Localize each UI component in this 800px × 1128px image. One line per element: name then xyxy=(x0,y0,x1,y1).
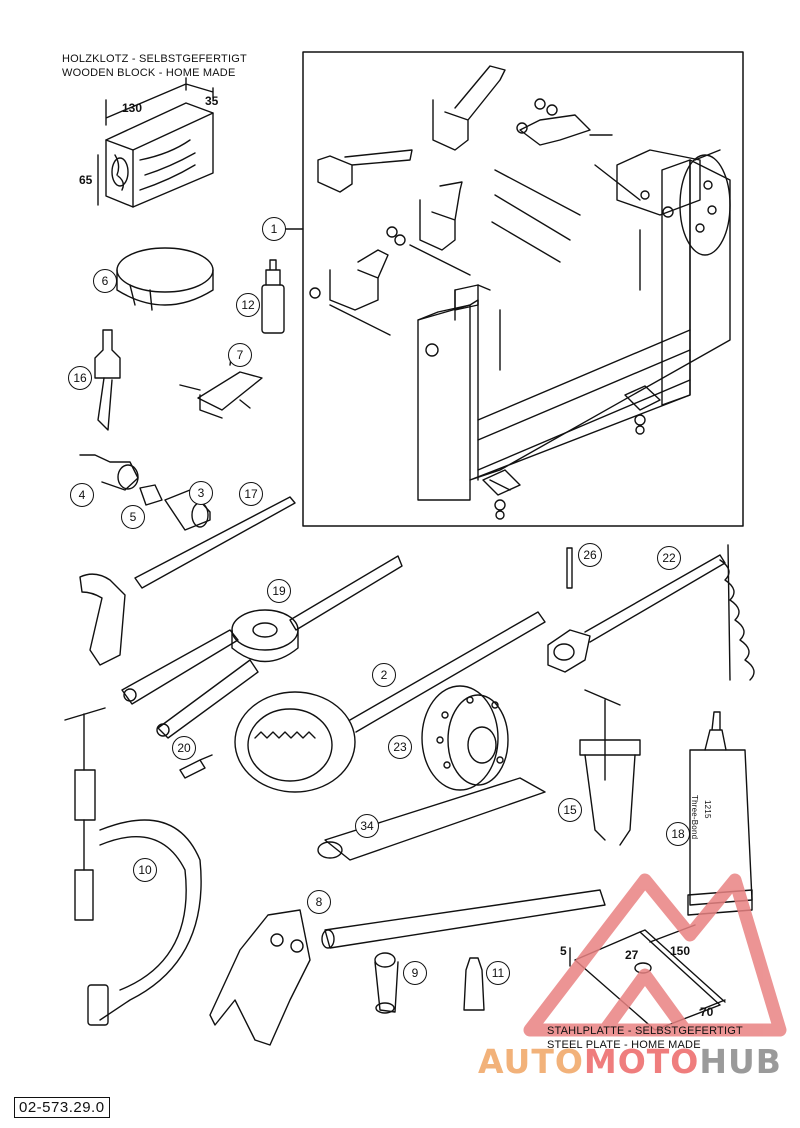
watermark-logo: AUTOMOTOHUB xyxy=(478,1042,782,1081)
puller-drawing xyxy=(94,329,121,431)
tube-label-number: 1215 xyxy=(703,800,712,819)
watermark-triangle xyxy=(523,873,787,1037)
brackets-drawing xyxy=(309,65,650,336)
callout-16: 16 xyxy=(68,366,92,390)
item-34-drawing xyxy=(317,777,546,861)
callout-1: 1 xyxy=(262,217,286,241)
callout-18: 18 xyxy=(666,822,690,846)
steel-plate-hole: 27 xyxy=(625,948,639,962)
callout-11: 11 xyxy=(486,961,510,985)
callout-5: 5 xyxy=(121,505,145,529)
callout-19: 19 xyxy=(267,579,291,603)
callout-34: 34 xyxy=(355,814,379,838)
wooden-block-drawing xyxy=(97,77,214,208)
valve-spring-compressor-drawing xyxy=(64,707,202,1026)
flywheel-puller-drawing xyxy=(421,685,509,791)
bottle-drawing xyxy=(261,259,285,334)
callout-10: 10 xyxy=(133,858,157,882)
engine-stand-frame-box xyxy=(302,51,744,527)
watermark-part-2: MOTO xyxy=(583,1042,700,1081)
two-leg-puller-drawing xyxy=(579,689,641,846)
item-9-drawing xyxy=(374,952,399,1014)
callout-20: 20 xyxy=(172,736,196,760)
callout-15: 15 xyxy=(558,798,582,822)
chain-holder-drawing xyxy=(547,544,755,681)
wooden-block-depth: 35 xyxy=(205,94,219,108)
reference-number: 02-573.29.0 xyxy=(14,1097,110,1118)
watermark-part-3: HUB xyxy=(699,1042,782,1081)
wooden-block-label-en: WOODEN BLOCK - HOME MADE xyxy=(62,67,236,79)
engine-stand-drawing xyxy=(417,149,731,520)
ring-drawing xyxy=(116,247,214,311)
item-11-drawing xyxy=(463,957,485,1011)
steel-plate-label-de: STAHLPLATTE - SELBSTGEFERTIGT xyxy=(547,1025,743,1037)
callout-17: 17 xyxy=(239,482,263,506)
wooden-block-length: 130 xyxy=(122,101,143,115)
steel-plate-thickness: 5 xyxy=(560,944,567,958)
callout-4: 4 xyxy=(70,483,94,507)
callout-2: 2 xyxy=(372,663,396,687)
steel-plate-width: 70 xyxy=(700,1005,714,1019)
spanner-drawing xyxy=(121,555,403,739)
watermark-part-1: AUTO xyxy=(478,1042,584,1081)
wooden-block-height: 65 xyxy=(79,173,93,187)
steel-plate-label-en: STEEL PLATE - HOME MADE xyxy=(547,1039,701,1051)
callout-26: 26 xyxy=(578,543,602,567)
callout-8: 8 xyxy=(307,890,331,914)
screw-20-drawing xyxy=(179,754,213,779)
wooden-block-label-de: HOLZKLOTZ - SELBSTGEFERTIGT xyxy=(62,53,247,65)
callout-23: 23 xyxy=(388,735,412,759)
callout-12: 12 xyxy=(236,293,260,317)
callout-7: 7 xyxy=(228,343,252,367)
steel-plate-length: 150 xyxy=(670,944,691,958)
item-8-drawing xyxy=(209,889,606,1046)
callout-3: 3 xyxy=(189,481,213,505)
callout-6: 6 xyxy=(93,269,117,293)
callout-22: 22 xyxy=(657,546,681,570)
bar-and-fork-drawing xyxy=(79,496,296,666)
clutch-holder-drawing xyxy=(234,611,546,793)
callout-9: 9 xyxy=(403,961,427,985)
